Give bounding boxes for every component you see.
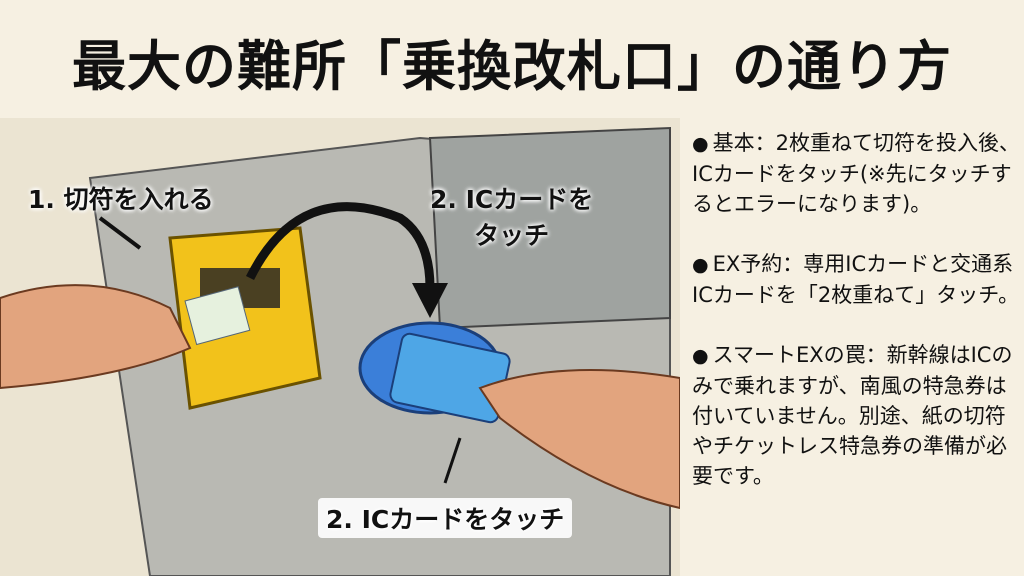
note-text: 基本：2枚重ねて切符を投入後、ICカードをタッチ(※先にタッチするとエラーになり… [692, 131, 1020, 216]
note-text: スマートEXの罠：新幹線はICのみで乗れますが、南風の特急券は付いていません。別… [692, 343, 1013, 488]
step2-bottom-label: 2. ICカードをタッチ [318, 498, 573, 538]
bullet-icon: ● [692, 254, 709, 276]
step2-label-line1: 2. ICカードを [430, 185, 594, 214]
note-basic: ●基本：2枚重ねて切符を投入後、ICカードをタッチ(※先にタッチするとエラーにな… [692, 128, 1022, 219]
arrow-head [412, 283, 448, 318]
step1-arrow [98, 216, 142, 250]
step2-label: 2. ICカードを タッチ [430, 182, 593, 254]
page-title: 最大の難所「乗換改札口」の通り方 [72, 35, 952, 98]
curved-arrow [245, 202, 435, 289]
bullet-icon: ● [692, 345, 709, 367]
left-hand [0, 284, 192, 390]
note-ex-reservation: ●EX予約：専用ICカードと交通系ICカードを「2枚重ねて」タッチ。 [692, 249, 1022, 310]
step2-label-line2: タッチ [474, 221, 550, 250]
step2-arrow [443, 437, 462, 484]
gate-back [428, 126, 671, 330]
bullet-icon: ● [692, 133, 709, 155]
ticket-gate-illustration [0, 118, 680, 576]
step1-label: 1. 切符を入れる [28, 185, 214, 214]
notes-panel: ●基本：2枚重ねて切符を投入後、ICカードをタッチ(※先にタッチするとエラーにな… [692, 128, 1022, 521]
right-hand [478, 369, 680, 510]
note-smart-ex: ●スマートEXの罠：新幹線はICのみで乗れますが、南風の特急券は付いていません。… [692, 340, 1022, 491]
paper-ticket [184, 286, 251, 346]
note-text: EX予約：専用ICカードと交通系ICカードを「2枚重ねて」タッチ。 [692, 252, 1020, 307]
